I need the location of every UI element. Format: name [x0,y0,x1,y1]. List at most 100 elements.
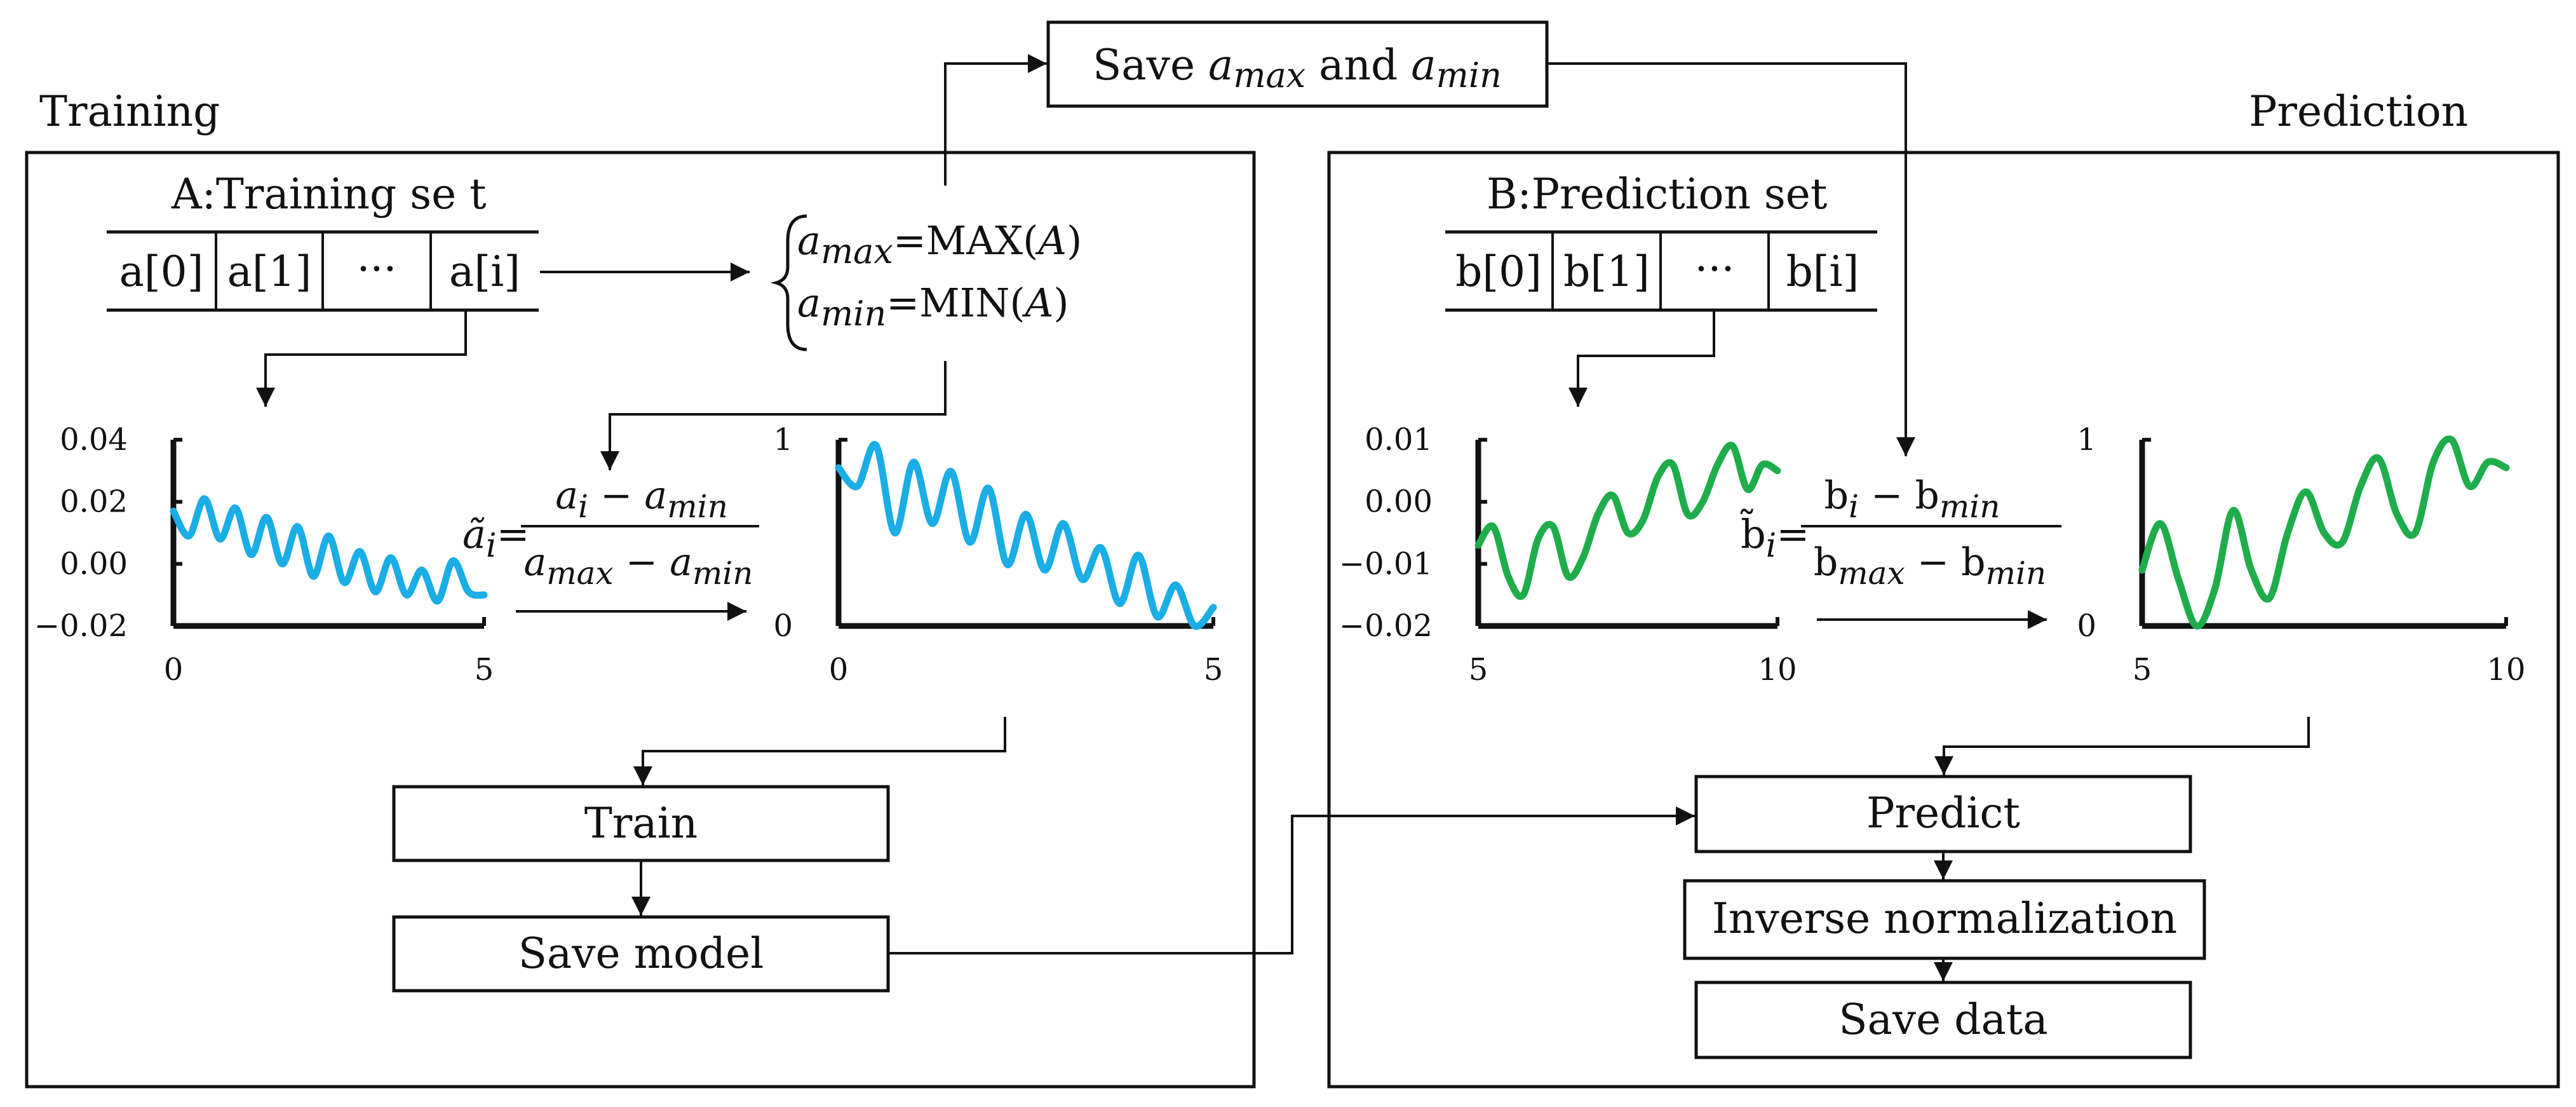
norm-a-num-a: a [555,473,578,518]
y-tick-label: −0.02 [1339,608,1433,644]
training-cell: a[1] [227,247,312,296]
arrow-chart-to-train [633,717,1006,785]
norm-b-num-sub: i [1849,488,1859,525]
y-tick-label: −0.01 [1339,546,1433,581]
norm-a-num-minus: − [588,473,644,518]
norm-a-den-a: a [523,540,546,585]
amax-eq: =MAX( [893,217,1039,264]
chart-training-raw: 0.04 0.02 0.00 −0.02 0 5 [34,422,494,688]
norm-b-den-b: b [1814,540,1838,585]
arrow-chart-to-predict [1934,717,2310,775]
norm-b-den-minus: − [1905,540,1961,585]
svg-text:bi − bmin: bi − bmin [1824,473,2000,525]
norm-a-den-minus: − [614,540,670,585]
x-tick-label: 10 [2486,652,2525,688]
save-minmax-box: Save amax and amin [1046,20,1549,108]
series-line [170,495,488,605]
save-minmax-a2: a [1411,41,1436,90]
norm-a-num-a2: a [644,473,667,518]
training-section-label: Training [39,87,220,136]
amax-sub: max [821,231,893,271]
series-line [1474,442,1781,600]
svg-text:bmax − bmin: bmax − bmin [1814,540,2046,592]
save-minmax-a1: a [1208,41,1233,90]
save-minmax-sub-max: max [1233,55,1305,95]
y-tick-label: 1 [2077,422,2096,458]
amin-a: a [797,280,821,326]
x-tick-label: 5 [475,652,494,688]
save-minmax-sub-min: min [1436,55,1502,95]
predict-box-label: Predict [1866,789,2020,838]
training-cell: a[0] [119,247,204,296]
svg-text:amin=MIN(A): amin=MIN(A) [797,280,1069,334]
inverse-normalization-box: Inverse normalization [1683,879,2206,960]
norm-b-den-sub2: min [1986,555,2047,592]
svg-text:amax=MAX(A): amax=MAX(A) [797,217,1082,271]
amin-A: A [1022,280,1054,326]
svg-text:ãi=: ãi= [462,511,530,565]
prediction-set-title: B:Prediction set [1487,170,1827,219]
norm-a-num-sub2: min [667,488,728,525]
y-tick-label: 0.02 [60,484,128,520]
series-line [2138,435,2510,630]
amin-eq: =MIN( [886,280,1025,326]
arrow-ai-to-chart [256,310,467,407]
norm-b-num-b2: b [1915,473,1939,518]
y-tick-label: 0.00 [60,546,128,581]
connectors [256,54,2310,981]
norm-a-den-a2: a [670,540,692,585]
prediction-cell: b[1] [1563,247,1650,296]
norm-a-num-sub: i [578,488,588,525]
predict-box: Predict [1694,775,2192,853]
prediction-section-label: Prediction [2249,87,2468,136]
training-set-title: A:Training se t [171,170,487,219]
training-cell: a[i] [449,247,520,296]
training-cell: ··· [357,245,397,294]
save-data-box: Save data [1694,981,2192,1059]
norm-a-den-sub: max [546,555,613,592]
amax-a: a [797,217,821,264]
x-tick-label: 5 [1204,652,1224,688]
x-tick-label: 5 [2133,652,2152,688]
svg-text:amax − amin: amax − amin [523,540,753,592]
train-box-label: Train [584,799,698,848]
norm-b-num-b: b [1824,473,1849,518]
x-tick-label: 0 [164,652,184,688]
arrow-save-to-prediction-formula [1548,62,1915,456]
svg-text:Save amax and amin: Save amax and amin [1093,41,1502,95]
norm-a-lhs: ã [462,511,486,557]
amax-A: A [1035,217,1067,264]
svg-text:b̃i=: b̃i= [1740,508,1809,565]
save-model-box-label: Save model [518,929,764,978]
save-minmax-prefix: Save [1093,41,1208,90]
norm-a-eq: = [497,511,530,557]
y-tick-label: 0 [773,608,793,644]
prediction-set-table: B:Prediction set b[0] b[1] ··· b[i] [1445,170,1877,312]
norm-a-den-sub2: min [692,555,753,592]
norm-b-den-sub: max [1838,555,1905,592]
y-tick-label: −0.02 [34,608,128,644]
arrow-minmax-to-save [944,54,1047,186]
norm-b-eq: = [1776,511,1809,557]
arrow-dots-to-chart [1568,310,1715,407]
series-line [835,440,1217,630]
normalization-formula-b: b̃i= bi − bmin bmax − bmin [1740,473,2061,592]
save-data-box-label: Save data [1838,995,2047,1044]
y-tick-label: 0.04 [60,422,128,458]
prediction-panel [1327,151,2560,1089]
norm-b-lhs-sub: i [1766,527,1777,565]
y-tick-label: 1 [773,422,793,458]
amin-close: ) [1053,280,1069,326]
normalization-formula-a: ãi= ai − amin amax − amin [462,473,759,592]
norm-b-lhs: b̃ [1740,508,1765,557]
inverse-normalization-box-label: Inverse normalization [1712,894,2177,943]
amax-close: ) [1067,217,1082,264]
prediction-cell: ··· [1695,245,1735,294]
chart-training-normalized: 1 00 5 [773,422,1223,688]
prediction-cell: b[i] [1786,247,1859,296]
x-tick-label: 0 [829,652,849,688]
save-minmax-and: and [1305,41,1411,90]
